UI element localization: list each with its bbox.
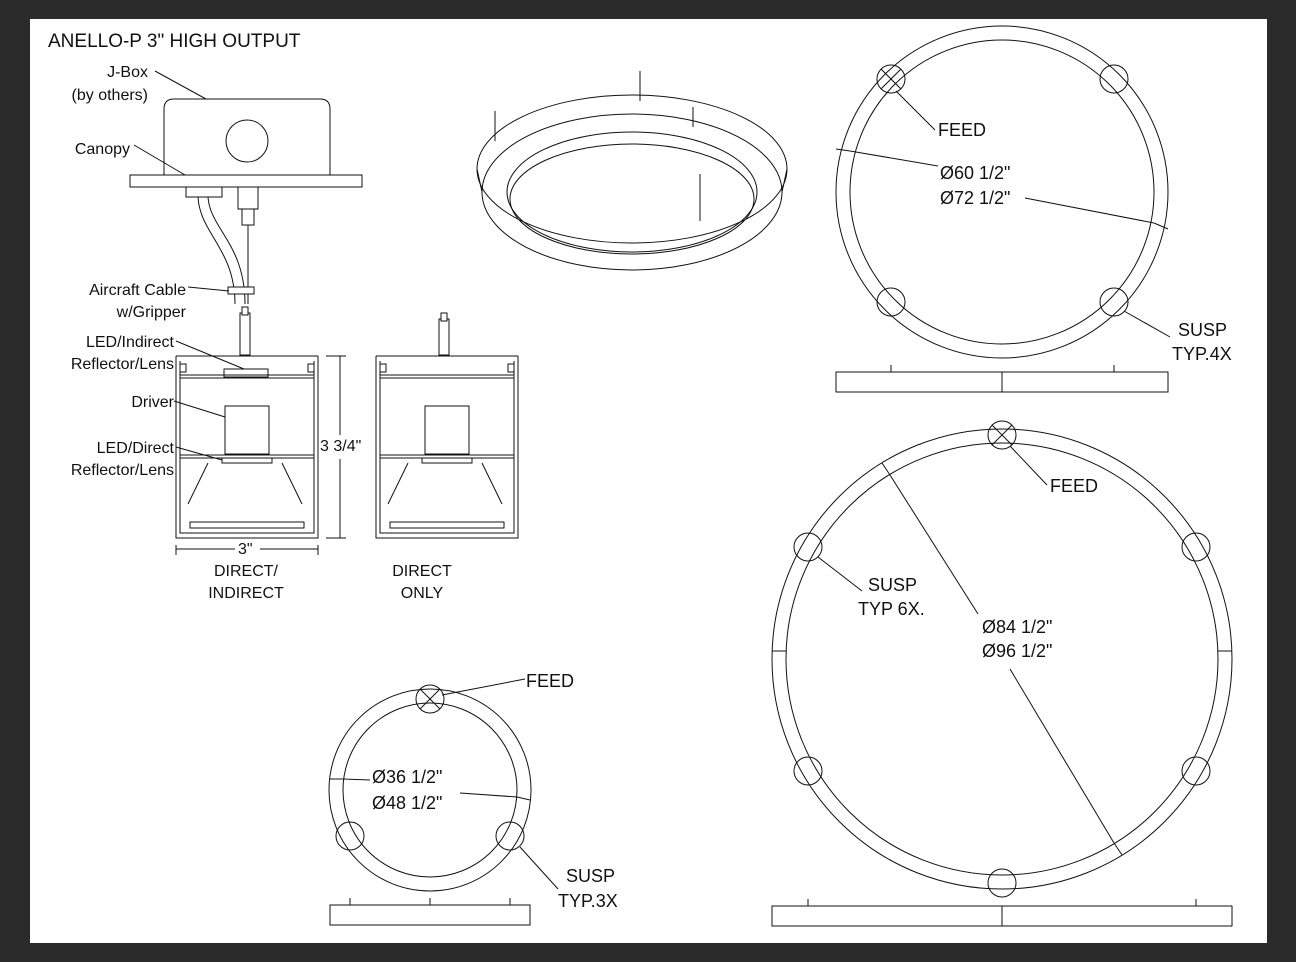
plan-medium: FEED Ø60 1/2" Ø72 1/2" SUSP TYP.4X xyxy=(835,25,1232,393)
outer-diameter: Ø48 1/2" xyxy=(372,793,442,813)
jbox-outline xyxy=(163,98,331,175)
suspension-point xyxy=(793,756,823,786)
isometric-ring xyxy=(476,71,788,271)
lens xyxy=(189,521,305,529)
cord-fitting xyxy=(185,186,223,198)
cable-label: Aircraft Cable xyxy=(89,282,186,299)
feed-label: FEED xyxy=(1050,476,1098,496)
direct-label: LED/Direct xyxy=(97,440,175,457)
suspension-point xyxy=(495,821,525,851)
suspension-point xyxy=(335,821,365,851)
suspension-point xyxy=(987,868,1017,898)
profile-direct-indirect xyxy=(175,306,319,539)
suspension-point xyxy=(1181,532,1211,562)
outer-diameter: Ø96 1/2" xyxy=(982,641,1052,661)
jbox-label: J-Box xyxy=(107,64,148,81)
gripper xyxy=(227,286,255,295)
dimension-lines xyxy=(175,355,346,555)
feed-label: FEED xyxy=(526,671,574,691)
plan-small: FEED Ø36 1/2" Ø48 1/2" SUSP TYP.3X xyxy=(328,671,618,926)
plan-large: FEED Ø84 1/2" Ø96 1/2" SUSP TYP 6X. xyxy=(771,420,1233,927)
caption-direct-indirect: DIRECT/ xyxy=(214,563,279,580)
susp-note: TYP 6X. xyxy=(858,599,925,619)
cable-fitting xyxy=(237,186,259,210)
suspension-point xyxy=(1099,287,1129,317)
feed-symbol xyxy=(987,420,1017,450)
caption-direct-only-2: ONLY xyxy=(401,585,444,602)
inner-diameter: Ø36 1/2" xyxy=(372,767,442,787)
driver-box xyxy=(224,405,270,455)
suspension-point xyxy=(876,287,906,317)
jbox-knockout xyxy=(225,119,269,163)
susp-note: TYP.4X xyxy=(1172,344,1232,364)
susp-label: SUSP xyxy=(868,575,917,595)
cable-note: w/Gripper xyxy=(116,304,187,321)
susp-note: TYP.3X xyxy=(558,891,618,911)
canopy-plate xyxy=(129,174,363,188)
cable-fitting-lower xyxy=(241,208,255,226)
inner-diameter: Ø60 1/2" xyxy=(940,163,1010,183)
outer-diameter: Ø72 1/2" xyxy=(940,188,1010,208)
caption-direct-indirect-2: INDIRECT xyxy=(208,585,284,602)
indirect-note: Reflector/Lens xyxy=(71,356,174,373)
callout-leaders xyxy=(133,70,245,461)
elevation-bar xyxy=(329,904,531,926)
direct-note: Reflector/Lens xyxy=(71,462,174,479)
caption-direct-only: DIRECT xyxy=(392,563,452,580)
feed-label: FEED xyxy=(938,120,986,140)
spec-drawing: ANELLO-P 3" HIGH OUTPUT xyxy=(48,25,1233,927)
feed-symbol xyxy=(415,684,445,714)
profile-direct-only xyxy=(375,312,519,539)
section-detail: 3 3/4" 3" J-Box (by others) Canopy Aircr… xyxy=(71,64,519,602)
feed-symbol xyxy=(876,64,906,94)
indirect-label: LED/Indirect xyxy=(86,334,175,351)
inner-diameter: Ø84 1/2" xyxy=(982,617,1052,637)
height-dimension: 3 3/4" xyxy=(320,438,361,455)
suspension-point xyxy=(1099,64,1129,94)
suspension-point xyxy=(1181,756,1211,786)
page-title: ANELLO-P 3" HIGH OUTPUT xyxy=(48,31,301,52)
susp-label: SUSP xyxy=(1178,320,1227,340)
suspension-point xyxy=(793,532,823,562)
driver-label: Driver xyxy=(131,394,174,411)
drawing-sheet: ANELLO-P 3" HIGH OUTPUT xyxy=(30,19,1267,943)
susp-label: SUSP xyxy=(566,866,615,886)
canopy-label: Canopy xyxy=(75,141,130,158)
width-dimension: 3" xyxy=(238,541,253,558)
jbox-note: (by others) xyxy=(72,87,148,104)
